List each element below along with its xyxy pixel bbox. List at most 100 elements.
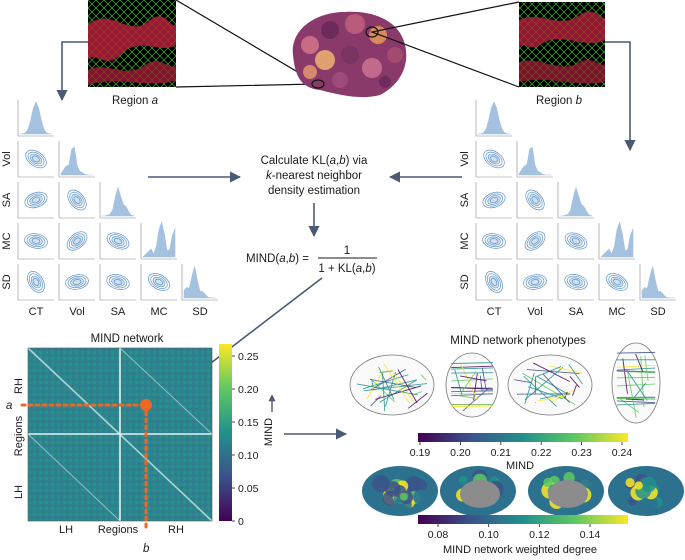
surface-left-medial — [440, 466, 516, 516]
degree-colorbar-label: MIND network weighted degree — [443, 544, 597, 556]
edge-colorbar — [418, 433, 628, 442]
pairplot-a-cell-4-3 — [140, 264, 177, 301]
region-a-mesh-image — [88, 0, 176, 87]
pairplot-a-cell-0-0 — [17, 100, 54, 137]
pairplot-a-col-label: SD — [192, 306, 207, 318]
pairplot-a-row-label: SD — [1, 274, 13, 289]
pairplot-b-cell-4-2 — [557, 264, 594, 301]
pairplot-a-row-label: Vol — [1, 151, 13, 166]
pairplot-a-cell-4-0 — [17, 264, 54, 301]
pairplot-a-cell-2-0 — [17, 182, 54, 219]
pairplot-b-cell-2-0 — [475, 182, 512, 219]
pairplot-a-row-label: MC — [1, 232, 13, 249]
pairplot-a-row-label: SA — [1, 192, 13, 207]
arrow-region-b-down — [605, 41, 636, 152]
pairplot-b-cell-3-1 — [516, 223, 553, 260]
kl-line-1: Calculate KL(a,b) via — [261, 155, 368, 167]
glass-brain-dorsal — [611, 342, 661, 424]
pairplot-b-col-label: SD — [650, 306, 665, 318]
glass-brain-right-lateral — [507, 354, 593, 416]
pairplot-b-row-label: SD — [459, 274, 471, 289]
pairplot-a-cell-4-2 — [99, 264, 136, 301]
pairplot-a-cell-2-2 — [99, 182, 136, 219]
cortical-surface-degree-views — [362, 466, 684, 516]
pairplot-b-col-label: SA — [569, 306, 584, 318]
pairplot-b-cell-1-0 — [475, 141, 512, 178]
pairplot-b-cell-1-1 — [516, 141, 553, 178]
colorbar-tick: 0.21 — [491, 447, 512, 459]
matrix-col-label-regions: Regions — [98, 524, 139, 536]
region-b-mesh-image — [519, 2, 605, 87]
pairplot-a-cell-2-1 — [58, 182, 95, 219]
glass-brain-posterior — [445, 352, 499, 418]
matrix-row-label-rh: RH — [13, 378, 25, 394]
marker-a-label: a — [6, 400, 12, 412]
kl-line-3: density estimation — [268, 185, 360, 197]
colorbar-tick: 0.19 — [410, 447, 431, 459]
pairplot-a-cell-4-4 — [181, 264, 218, 301]
phenotypes-title: MIND network phenotypes — [450, 335, 586, 347]
colorbar-tick: 0.20 — [450, 447, 471, 459]
colorbar-tick: 0.12 — [529, 529, 550, 541]
matrix-row-label-regions: Regions — [13, 415, 25, 456]
matrix-colorbar — [219, 344, 232, 521]
formula-denominator: 1 + KL(a,b) — [318, 263, 375, 275]
matrix-row-label-lh: LH — [13, 485, 25, 499]
pairplot-b-cell-0-0 — [475, 100, 512, 137]
region-a-label: Region a — [112, 95, 158, 107]
surface-left-lateral — [362, 466, 438, 516]
matrix-colorbar-ticks: 0.250.200.150.100.050 — [232, 351, 259, 528]
pairplot-a-cell-1-0 — [17, 141, 54, 178]
pairplot-a-col-label: SA — [111, 306, 126, 318]
degree-colorbar — [418, 515, 628, 524]
pairplot-b-cell-4-4 — [639, 264, 676, 301]
matrix-colorbar-label: MIND — [263, 418, 275, 446]
pairplot-b-row-label: Vol — [459, 151, 471, 166]
pairplot-b-cell-3-0 — [475, 223, 512, 260]
kl-description: Calculate KL(a,b) via k-nearest neighbor… — [261, 155, 368, 197]
pairplot-a-cell-3-2 — [99, 223, 136, 260]
pairplot-b-col-label: Vol — [527, 306, 542, 318]
pairplot-b-row-label: SA — [459, 192, 471, 207]
surface-right-medial — [528, 466, 604, 516]
pairplot-a-col-label: MC — [150, 306, 167, 318]
surface-right-lateral — [608, 466, 684, 516]
colorbar-tick: 0.08 — [428, 529, 449, 541]
pairplot-b-col-label: MC — [608, 306, 625, 318]
matrix-colorbar-tick: 0.25 — [238, 351, 259, 363]
pairplot-a-cell-3-0 — [17, 223, 54, 260]
pairplot-b-cell-4-0 — [475, 264, 512, 301]
pairplot-b-cell-3-3 — [598, 221, 635, 260]
colorbar-tick: 0.23 — [571, 447, 592, 459]
network-title: MIND network — [91, 333, 164, 345]
edge-colorbar-label: MIND — [506, 460, 534, 472]
mind-ab-cell-marker — [140, 399, 152, 411]
matrix-colorbar-tick: 0.05 — [238, 483, 259, 495]
pairplot-a-cell-1-1 — [58, 141, 95, 178]
pairplot-b-cell-3-2 — [557, 223, 594, 260]
glass-brain-left-lateral — [349, 354, 435, 416]
pairplot-b-row-label: MC — [459, 232, 471, 249]
pairplot-a-cell-3-1 — [58, 223, 95, 260]
degree-colorbar-ticks: 0.08 0.10 0.12 0.14 — [428, 524, 601, 541]
pairplot-b-cell-2-2 — [557, 182, 594, 219]
pairplot-a-col-label: CT — [29, 306, 44, 318]
pairplot-a-cell-3-3 — [140, 221, 177, 260]
formula-lhs: MIND(a,b) = — [246, 253, 309, 265]
pairplot-b-cell-2-1 — [516, 182, 553, 219]
matrix-col-label-lh: LH — [59, 524, 73, 536]
matrix-colorbar-tick: 0 — [238, 516, 244, 528]
kl-line-2: k-nearest neighbor — [266, 170, 362, 182]
matrix-col-label-rh: RH — [168, 524, 184, 536]
pairplot-a-col-label: Vol — [69, 306, 84, 318]
colorbar-tick: 0.14 — [580, 529, 601, 541]
colorbar-tick: 0.22 — [531, 447, 552, 459]
pairplot-a-cell-4-1 — [58, 264, 95, 301]
colorbar-tick: 0.10 — [478, 529, 499, 541]
brain-parcellation-icon — [292, 11, 407, 98]
region-b-label: Region b — [536, 95, 583, 107]
